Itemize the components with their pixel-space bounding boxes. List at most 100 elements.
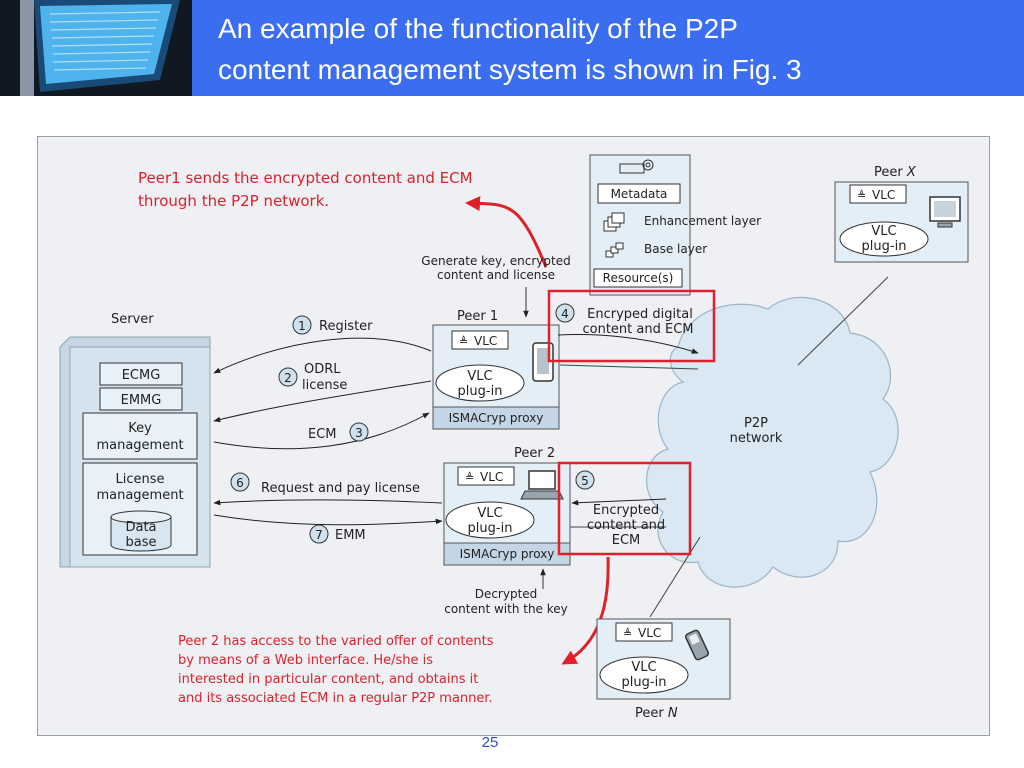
step-4: 4 Encryped digital content and ECM bbox=[555, 303, 694, 337]
step-label: content and ECM bbox=[582, 322, 693, 337]
annotation-bottom-line: interested in particular content, and ob… bbox=[178, 672, 478, 687]
desktop-monitor-icon bbox=[929, 196, 961, 228]
peer-1-plugin-label: VLC bbox=[467, 369, 492, 384]
annotation-bottom-line: by means of a Web interface. He/she is bbox=[178, 653, 433, 668]
metadata-label: Metadata bbox=[611, 187, 668, 201]
film-reel-icon bbox=[619, 159, 654, 174]
highlight-step-5 bbox=[557, 461, 692, 556]
peer-2-plugin-label: plug-in bbox=[468, 521, 513, 536]
vlc-cone-icon: ≜ bbox=[465, 471, 474, 484]
emmg-label: EMMG bbox=[121, 393, 162, 408]
arrow-emm bbox=[213, 514, 443, 526]
database-icon bbox=[110, 510, 172, 552]
arrow-encrypted-content bbox=[557, 334, 699, 354]
mobile-phone-icon bbox=[684, 629, 710, 661]
step-7: 7 EMM bbox=[309, 524, 366, 544]
ecmg-label: ECMG bbox=[122, 368, 161, 383]
peer-2: Peer 2 ≜ VLC VLC plug-in ISMACryp proxy bbox=[443, 446, 571, 566]
peer-x-plugin bbox=[839, 221, 929, 257]
arrow-ecm bbox=[213, 412, 430, 450]
step-label: Encrypted bbox=[593, 503, 659, 518]
arrow-encrypted-to-peer2 bbox=[571, 498, 667, 506]
peer-2-vlc-box bbox=[457, 466, 515, 486]
step-label: content and bbox=[587, 518, 665, 533]
peer-2-vlc-label: VLC bbox=[480, 470, 503, 484]
monitor-photo-graphic bbox=[0, 0, 192, 96]
layers-icon bbox=[603, 212, 625, 258]
peer-n-label: Peer N bbox=[635, 706, 678, 721]
peer-x-plugin-label: VLC bbox=[871, 224, 896, 239]
license-management-label: management bbox=[96, 488, 183, 503]
peer-x-vlc-box bbox=[849, 184, 907, 204]
database-label: Data bbox=[125, 520, 156, 535]
peer-1-plugin-label: plug-in bbox=[458, 384, 503, 399]
step-number: 2 bbox=[284, 371, 292, 385]
step-number: 4 bbox=[561, 307, 569, 321]
server: Server ECMG EMMG Key management License … bbox=[59, 312, 211, 568]
network-label: network bbox=[730, 431, 783, 446]
step-number: 3 bbox=[355, 426, 363, 440]
peer-2-plugin-label: VLC bbox=[477, 506, 502, 521]
base-layer-label: Base layer bbox=[644, 242, 707, 256]
network-label: P2P bbox=[744, 416, 768, 431]
key-management-label: management bbox=[96, 438, 183, 453]
peer-2-proxy-label: ISMACryp proxy bbox=[460, 547, 555, 561]
step-number: 1 bbox=[298, 319, 306, 333]
red-arrow-top bbox=[465, 196, 548, 268]
annotation-top-line: Peer1 sends the encrypted content and EC… bbox=[138, 169, 473, 187]
peer-2-label: Peer 2 bbox=[514, 446, 555, 461]
peer-1-vlc-label: VLC bbox=[474, 334, 497, 348]
peer-n-plugin-label: VLC bbox=[631, 660, 656, 675]
decrypted-note-line: Decrypted bbox=[475, 587, 538, 601]
key-management-box bbox=[82, 412, 198, 460]
peer-x: Peer X ≜ VLC VLC plug-in bbox=[834, 165, 969, 263]
content-box: Metadata Enhancement layer Base layer Re… bbox=[589, 154, 761, 296]
step-label: ODRL bbox=[304, 362, 341, 377]
enhancement-layer-label: Enhancement layer bbox=[644, 214, 761, 228]
step-label: Encryped digital bbox=[587, 307, 693, 322]
peer-2-plugin bbox=[445, 501, 535, 539]
decrypted-note: Decrypted content with the key bbox=[444, 568, 568, 616]
generate-note-line: Generate key, encrypted bbox=[421, 254, 570, 268]
slide-title-line-2: content management system is shown in Fi… bbox=[218, 54, 802, 85]
peer-n-vlc-box bbox=[615, 622, 673, 642]
vlc-cone-icon: ≜ bbox=[623, 627, 632, 640]
peer-1: Peer 1 ≜ VLC VLC plug-in ISMACryp proxy bbox=[432, 309, 560, 430]
arrow-register bbox=[213, 337, 432, 374]
step-label: EMM bbox=[335, 528, 366, 543]
generate-note: Generate key, encrypted content and lice… bbox=[421, 254, 571, 318]
step-label: Register bbox=[319, 319, 373, 334]
step-number: 6 bbox=[236, 476, 244, 490]
message-arrows bbox=[213, 334, 699, 526]
step-1: 1 Register bbox=[292, 315, 373, 335]
metadata-box bbox=[597, 183, 681, 204]
generate-note-line: content and license bbox=[437, 268, 555, 282]
vlc-cone-icon: ≜ bbox=[459, 335, 468, 348]
vlc-cone-icon: ≜ bbox=[857, 189, 866, 202]
slide-title: An example of the functionality of the P… bbox=[218, 8, 1008, 90]
annotation-top: Peer1 sends the encrypted content and EC… bbox=[138, 169, 473, 210]
decrypted-note-line: content with the key bbox=[444, 602, 568, 616]
peer-x-plugin-label: plug-in bbox=[862, 239, 907, 254]
step-number: 7 bbox=[315, 528, 323, 542]
peer-1-proxy bbox=[432, 406, 560, 430]
page-number: 25 bbox=[481, 734, 499, 751]
license-management-label: License bbox=[115, 472, 164, 487]
arrow-odrl-license bbox=[213, 380, 432, 423]
peer-x-label: Peer X bbox=[874, 165, 917, 180]
step-number: 5 bbox=[581, 474, 589, 488]
peer-n-plugin bbox=[599, 656, 689, 694]
arrow-request-license bbox=[213, 499, 443, 506]
annotation-top-line: through the P2P network. bbox=[138, 192, 329, 210]
annotation-bottom-line: Peer 2 has access to the varied offer of… bbox=[178, 634, 494, 649]
monitor-photo bbox=[0, 0, 192, 96]
annotation-bottom: Peer 2 has access to the varied offer of… bbox=[178, 634, 494, 706]
database-label: base bbox=[126, 535, 157, 550]
slide-title-line-1: An example of the functionality of the P… bbox=[218, 13, 738, 44]
step-5: 5 Encrypted content and ECM bbox=[575, 470, 665, 548]
annotation-bottom-line: and its associated ECM in a regular P2P … bbox=[178, 691, 493, 706]
peer-n-vlc-label: VLC bbox=[638, 626, 661, 640]
step-6: 6 Request and pay license bbox=[230, 472, 420, 496]
step-label: ECM bbox=[308, 427, 337, 442]
server-label: Server bbox=[111, 312, 154, 327]
